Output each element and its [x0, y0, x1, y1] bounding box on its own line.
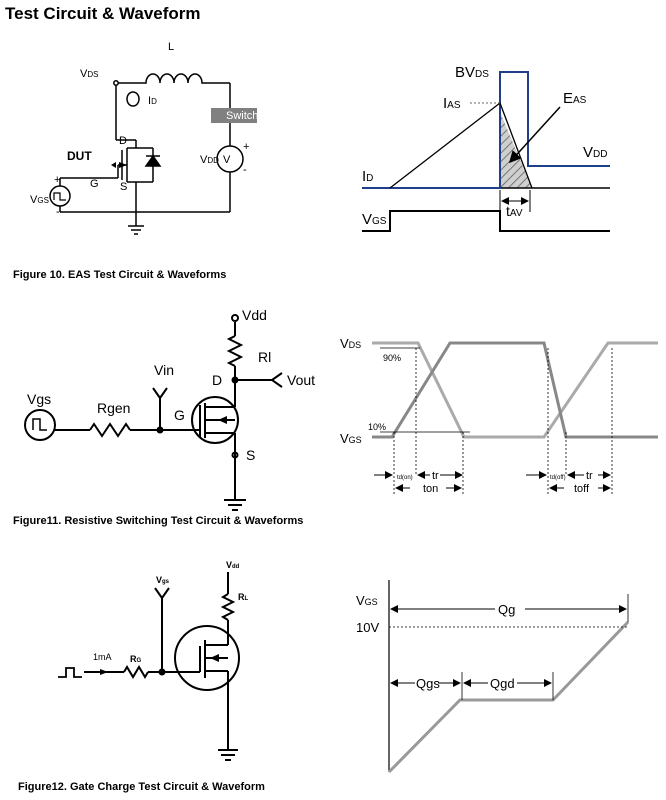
- fig11-vgs-trace: [372, 341, 658, 439]
- fig11-tdoff-label: td(off): [550, 475, 566, 481]
- figure10-caption: Figure 10. EAS Test Circuit & Waveforms: [13, 269, 227, 281]
- fig11-rl: [226, 335, 244, 367]
- fig12-qgd-label: Qgd: [490, 676, 515, 691]
- fig10-gate-arrow: [119, 162, 127, 168]
- fig10-s-label: S: [120, 181, 127, 193]
- fig12-mosfet: [174, 625, 240, 691]
- fig11-vin-label: Vin: [154, 362, 174, 378]
- fig10-waveform: [362, 71, 610, 232]
- fig11-rgen: [89, 422, 131, 438]
- fig10-vdd-plus: +: [243, 141, 249, 153]
- fig10-tav-label: tAV: [506, 203, 523, 219]
- fig10-ias-label: IAS: [443, 95, 461, 112]
- fig10-vdd-minus: -: [243, 164, 247, 176]
- fig11-rl-label: Rl: [258, 349, 271, 365]
- fig12-rg: [123, 665, 149, 679]
- fig10-vds-label: VDS: [80, 68, 98, 80]
- fig12-current-arrow: [100, 669, 108, 675]
- fig11-vgs-label: Vgs: [27, 391, 51, 407]
- fig10-dut-label: DUT: [67, 149, 92, 163]
- fig11-d-label: D: [212, 372, 222, 388]
- fig10-vgs-wave-label: VGS: [362, 211, 387, 228]
- figure12-caption: Figure12. Gate Charge Test Circuit & Wav…: [18, 781, 265, 793]
- fig12-gate-arrow: [210, 654, 219, 662]
- fig12-ma-label: 1mA: [93, 652, 112, 662]
- fig10-d-label: D: [119, 135, 127, 147]
- fig10-l-label: L: [168, 41, 174, 53]
- fig11-gate-arrow: [218, 416, 227, 424]
- fig11-mosfet: [191, 396, 239, 444]
- fig10-inductor: [116, 73, 230, 84]
- fig11-vout-label: Vout: [287, 372, 315, 388]
- fig11-waveform: [372, 341, 658, 495]
- fig11-tr1-label: tr: [432, 470, 439, 482]
- fig11-g-label: G: [174, 407, 185, 423]
- fig10-eas-label: EAS: [563, 90, 587, 107]
- fig11-p10-label: 10%: [368, 422, 386, 432]
- fig12-vgs-wave-label: VGS: [356, 593, 378, 608]
- vds-trace: [362, 71, 610, 189]
- fig10-current-probe: [126, 91, 140, 107]
- fig10-vgs-minus: -: [56, 206, 60, 218]
- fig10-vdd-label: VDD: [200, 154, 219, 166]
- fig12-qgs-label: Qgs: [416, 676, 440, 691]
- fig11-toff-label: toff: [574, 483, 590, 495]
- page-title: Test Circuit & Waveform: [5, 4, 201, 23]
- fig11-vgs-label-wave: VGS: [340, 431, 362, 446]
- fig10-switch: [211, 108, 257, 123]
- fig12-rl-label: RL: [238, 592, 249, 602]
- fig11-vgs-source: [24, 409, 56, 441]
- fig12-vgs-label: Vgs: [156, 575, 170, 585]
- fig10-id-label: ID: [148, 95, 157, 107]
- fig11-vdd-label: Vdd: [242, 307, 267, 323]
- fig12-rl: [220, 593, 236, 621]
- fig12-circuit: [58, 572, 240, 761]
- fig10-switch-label: Switch: [226, 110, 258, 122]
- fig11-vds-trace: [372, 341, 658, 439]
- fig11-ton-label: ton: [423, 483, 438, 495]
- fig10-vdd-wave-label: VDD: [583, 144, 607, 161]
- fig10-id-wave-label: ID: [362, 168, 373, 185]
- fig12-waveform: [387, 580, 630, 774]
- fig12-rg-label: RG: [130, 654, 142, 664]
- vgs-trace: [362, 210, 610, 232]
- fig11-vds-label: VDS: [340, 336, 361, 351]
- fig12-qg-label: Qg: [498, 602, 515, 617]
- fig10-vgs-plus: +: [54, 174, 60, 186]
- fig12-vdd-label: Vdd: [226, 560, 240, 570]
- fig11-rgen-label: Rgen: [97, 400, 130, 416]
- fig11-s-label: S: [246, 447, 255, 463]
- figure11-caption: Figure11. Resistive Switching Test Circu…: [13, 515, 304, 527]
- eas-hatch-area: [500, 112, 532, 188]
- fig10-vgs-label: VGS: [30, 194, 49, 206]
- fig10-bvds-label: BVDS: [455, 64, 489, 81]
- fig11-circuit: [24, 314, 283, 511]
- fig11-tr2-label: tr: [586, 470, 593, 482]
- fig10-v-symbol: V: [223, 154, 231, 166]
- fig10-circuit: [49, 73, 257, 235]
- fig12-10v-label: 10V: [356, 620, 379, 635]
- fig11-tdon-label: td(on): [397, 475, 413, 481]
- fig11-p90-label: 90%: [383, 353, 401, 363]
- fig10-g-label: G: [90, 178, 99, 190]
- fig12-vgs-trace: [387, 620, 630, 774]
